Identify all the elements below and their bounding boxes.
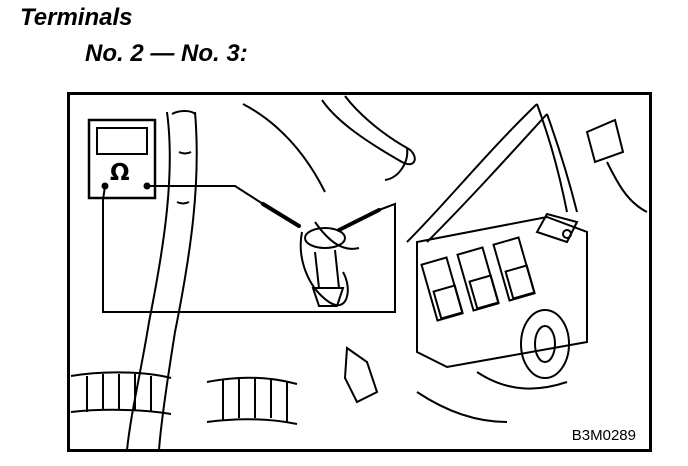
intake-duct (242, 95, 416, 193)
engine-bay-drawing (67, 92, 652, 452)
ohmmeter (87, 118, 157, 200)
inspection-illustration: Ω B3M0289 (67, 92, 652, 452)
terminal-pair-label: No. 2 — No. 3: (85, 40, 248, 67)
probe-tips (261, 202, 381, 232)
lower-hoses (70, 346, 379, 425)
center-hoses (299, 221, 360, 307)
page-title: Terminals (20, 4, 133, 31)
ohm-symbol: Ω (110, 160, 130, 186)
figure-code: B3M0289 (569, 427, 638, 444)
ring-terminal (416, 309, 570, 423)
harness-wires (406, 103, 648, 243)
connector-block (416, 212, 588, 369)
